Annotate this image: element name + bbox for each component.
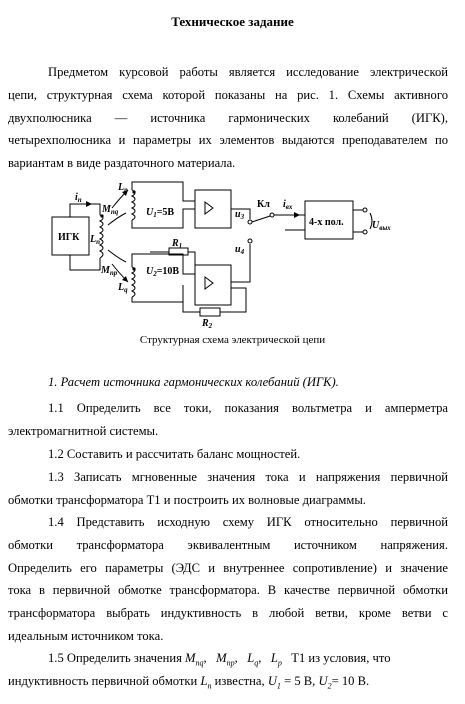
label-U1: U1=5В — [146, 207, 174, 219]
item-line: Определить его параметры (ЭДС и внутренн… — [8, 560, 448, 575]
label-quadripole: 4-х пол. — [309, 217, 344, 228]
item-line: тока в первичной обмотке трансформатора.… — [8, 583, 448, 598]
label-U-out: Uвых — [372, 220, 391, 232]
intro-paragraph: Предметом курсовой работы является иссле… — [8, 61, 448, 175]
label-M-pq: Mпq — [101, 204, 119, 216]
label-u3: u3 — [235, 209, 245, 221]
page-title: Техническое задание — [171, 14, 294, 29]
label-u4: u4 — [235, 244, 245, 256]
igk-label: ИГК — [58, 232, 80, 243]
label-i-in: iвх — [283, 199, 293, 211]
item-line: идеальным источником тока. — [8, 628, 164, 643]
item-line: обмотки трансформатора Т1 и построить их… — [8, 492, 366, 507]
label-L-p: Lр — [117, 182, 128, 194]
item-line: 1.5 Определить значения Mпq, Mпр, Lq, Lр… — [48, 651, 391, 668]
item-line: 1.3 Записать мгновенные значения тока и … — [48, 470, 448, 484]
item-line: 1.1 Определить все токи, показания вольт… — [48, 401, 448, 415]
circuit-diagram: ИГК iп Lп Mпq Mпр Lр Lq U1=5В U2=10В R1 … — [51, 181, 391, 330]
label-switch: Кл — [257, 199, 270, 210]
item-1-2: 1.2 Составить и рассчитать баланс мощнос… — [8, 443, 448, 466]
coil-lp — [130, 189, 136, 221]
item-line: обмотки трансформатора эквивалентным ист… — [8, 537, 448, 552]
item-1-1: 1.1 Определить все токи, показания вольт… — [8, 397, 448, 443]
coil-lq — [130, 266, 136, 298]
figure-caption: Структурная схема электрической цепи — [139, 334, 326, 346]
opamp-2 — [194, 264, 232, 306]
label-U2: U2=10В — [146, 266, 179, 278]
coil-ln — [98, 214, 104, 259]
item-line: индуктивность первичной обмотки Lп извес… — [8, 673, 370, 691]
item-1-3: 1.3 Записать мгновенные значения тока и … — [8, 466, 448, 512]
intro-line: Предметом курсовой работы является иссле… — [48, 65, 448, 79]
label-R2: R2 — [201, 318, 213, 330]
item-line: электромагнитной системы. — [8, 423, 159, 438]
intro-line: вариантам в виде раздаточного материала. — [8, 156, 236, 171]
label-R1: R1 — [171, 238, 182, 250]
intro-line: цепи, структурная схема которой показаны… — [8, 87, 448, 102]
item-1-5: 1.5 Определить значения Mпq, Mпр, Lq, Lр… — [8, 647, 448, 693]
quadripole-box — [304, 200, 354, 240]
item-1-4: 1.4 Представить исходную схему ИГК относ… — [8, 511, 448, 648]
intro-line: двухполюсника — источника гармонических … — [8, 110, 448, 125]
section-heading: 1. Расчет источника гармонических колеба… — [48, 375, 339, 389]
label-M-pr: Mпр — [100, 265, 118, 277]
label-i-n: iп — [75, 192, 82, 204]
item-line: 1.2 Составить и рассчитать баланс мощнос… — [48, 447, 301, 461]
item-line: 1.4 Представить исходную схему ИГК относ… — [48, 515, 448, 529]
label-L-n: Lп — [89, 234, 100, 246]
intro-line: четырехполюсника и параметры их элементо… — [8, 133, 448, 148]
label-L-q: Lq — [117, 282, 128, 294]
item-line: трансформатора выбрать индуктивность в л… — [8, 606, 448, 621]
opamp-1 — [194, 189, 232, 229]
